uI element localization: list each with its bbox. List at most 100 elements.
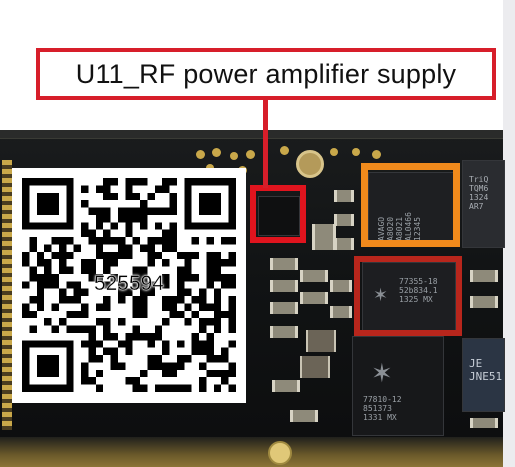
qr-module — [206, 237, 214, 245]
qr-module — [51, 281, 59, 289]
annotation-label-box: U11_RF power amplifier supply — [36, 48, 496, 100]
qr-module — [88, 325, 96, 333]
qr-module — [140, 207, 148, 215]
qr-module — [58, 244, 67, 252]
qr-module — [22, 259, 30, 267]
right-lower-chip: JE JNE51 — [462, 338, 505, 412]
smd-component — [330, 280, 352, 292]
qr-module — [95, 303, 104, 311]
qr-module — [44, 318, 52, 326]
qr-module — [140, 332, 148, 341]
qr-module — [51, 273, 59, 282]
qr-module — [147, 288, 155, 297]
qr-module — [66, 325, 74, 333]
qr-module — [162, 185, 170, 193]
qr-module — [73, 310, 82, 319]
solder-pad — [280, 146, 289, 155]
qr-module — [125, 340, 133, 348]
qr-module — [29, 266, 37, 274]
qr-module — [154, 251, 163, 260]
smd-component — [334, 190, 354, 202]
qr-module — [125, 251, 133, 260]
qr-module — [176, 266, 185, 274]
qr-module — [117, 237, 126, 245]
qr-module — [154, 207, 163, 215]
qr-module — [140, 288, 148, 297]
qr-module — [221, 355, 229, 363]
qr-module — [213, 325, 222, 333]
qr-module — [103, 214, 111, 223]
qr-code-graphic — [22, 178, 236, 392]
qr-module — [103, 185, 111, 193]
qr-module — [169, 222, 177, 230]
qr-module — [191, 310, 200, 319]
smd-component — [300, 292, 328, 304]
qr-module — [162, 384, 170, 392]
qr-module — [169, 384, 177, 392]
qr-module — [206, 318, 214, 326]
qr-module — [125, 332, 133, 341]
screw-hole — [268, 441, 292, 465]
qr-module — [162, 237, 170, 245]
qr-module — [228, 273, 236, 282]
qr-module — [132, 178, 141, 186]
qr-module — [81, 340, 89, 348]
right-margin-strip — [503, 0, 515, 467]
qr-module — [213, 355, 222, 363]
qr-module — [132, 377, 141, 385]
qr-module — [110, 237, 118, 245]
qr-module — [73, 244, 82, 252]
qr-module — [95, 318, 104, 326]
qr-module — [36, 296, 45, 304]
qr-module — [140, 369, 148, 378]
qr-module — [125, 214, 133, 223]
qr-module — [191, 296, 200, 304]
qr-module — [191, 273, 200, 282]
qr-module — [154, 185, 163, 193]
qr-module — [103, 259, 111, 267]
smd-component — [470, 418, 498, 428]
qr-module — [162, 178, 170, 186]
qr-module — [221, 281, 229, 289]
qr-module — [184, 273, 192, 282]
qr-module — [184, 384, 192, 392]
qr-module — [88, 259, 96, 267]
qr-module — [73, 296, 82, 304]
solder-pad — [230, 152, 238, 160]
dark-red-highlight-box — [354, 256, 462, 336]
qr-module — [44, 266, 52, 274]
qr-module — [154, 237, 163, 245]
qr-module — [140, 296, 148, 304]
qr-module — [66, 310, 74, 319]
pa-chip: ✶ 77355-18 52b834.1 1325 MX — [362, 262, 456, 334]
qr-module — [125, 229, 133, 238]
qr-module — [162, 369, 170, 378]
qr-module — [95, 244, 104, 252]
qr-module — [81, 259, 89, 267]
qr-module — [140, 266, 148, 274]
qr-module — [132, 237, 141, 245]
qr-module — [213, 288, 222, 297]
qr-module — [29, 310, 37, 319]
qr-module — [199, 362, 207, 370]
qr-module — [147, 340, 155, 348]
triquint-chip-marking: TriQ TQM6 1324 AR7 — [469, 175, 489, 211]
qr-module — [81, 303, 89, 311]
qr-module — [95, 355, 104, 363]
qr-module — [66, 237, 74, 245]
qr-module — [140, 244, 148, 252]
qr-module — [125, 192, 133, 201]
qr-module — [51, 237, 59, 245]
qr-module — [140, 273, 148, 282]
qr-module — [58, 318, 67, 326]
qr-module — [81, 288, 89, 297]
qr-module — [206, 340, 214, 348]
triquint-chip: TriQ TQM6 1324 AR7 — [462, 160, 505, 248]
qr-module — [110, 178, 118, 186]
smd-component — [334, 238, 354, 250]
qr-module — [125, 178, 133, 186]
qr-module — [103, 281, 111, 289]
solder-pad — [352, 148, 360, 156]
qr-module — [169, 200, 177, 208]
qr-module — [117, 251, 126, 260]
